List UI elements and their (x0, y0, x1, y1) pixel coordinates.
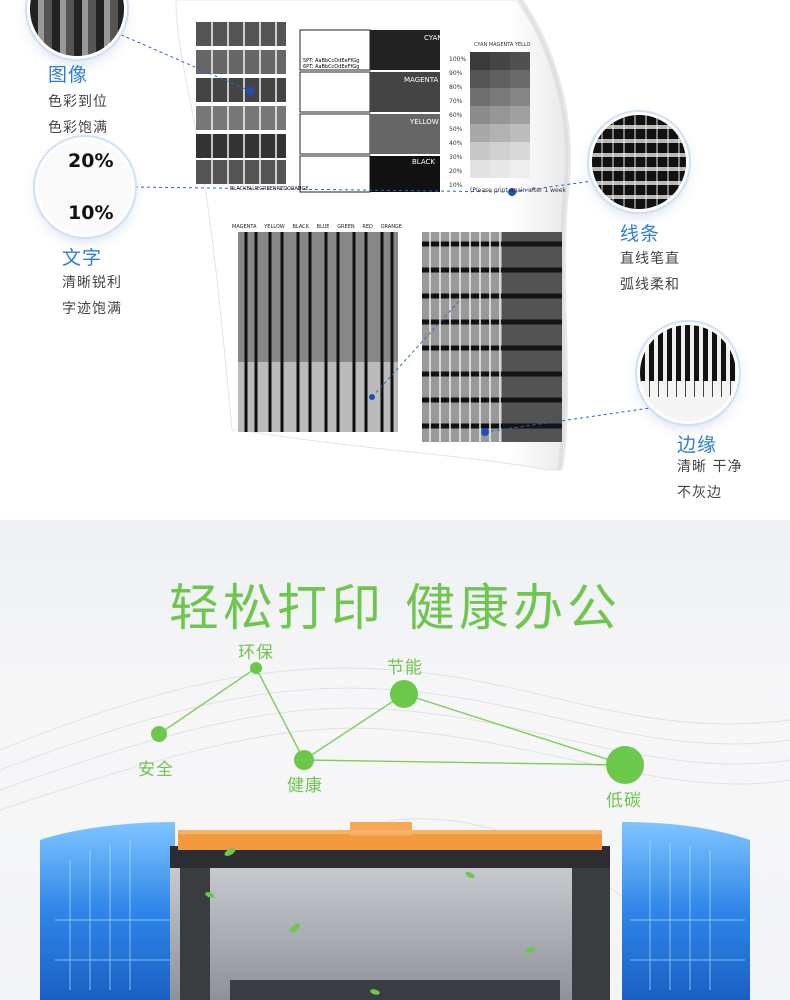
percent-label: 20% (449, 168, 463, 175)
side-label: GREEN (259, 186, 277, 192)
node-label-jieneng: 节能 (387, 658, 423, 678)
zoom-lines-overlay (592, 115, 686, 209)
network-lines (158, 667, 626, 766)
zoom-text-20: 20% (68, 150, 114, 172)
headline: 轻松打印 健康办公 (169, 579, 621, 637)
network-nodes (151, 662, 644, 784)
color-label: GREEN (337, 224, 355, 230)
cmyk-label-yellow: YELLOW (410, 118, 439, 126)
sheet-text-cards (299, 29, 440, 193)
feature-desc-image: 色彩到位 色彩饱满 (48, 89, 108, 141)
node-jiankang (294, 750, 314, 770)
feature-title-text: 文字 (62, 247, 103, 269)
node-huanbao (250, 662, 262, 674)
feature-line: 弧线柔和 (620, 277, 680, 293)
text-line-5pt: 5PT: AaBbCcDdEeFfGg (303, 58, 360, 64)
feature-line: 字迹饱满 (62, 301, 122, 317)
color-row-labels: MAGENTA YELLOW BLACK BLUE GREEN RED ORAN… (232, 224, 402, 230)
feature-line: 色彩饱满 (48, 120, 108, 136)
feature-line: 清晰 干净 (677, 459, 743, 475)
feature-line: 不灰边 (677, 485, 722, 501)
color-label: BLUE (316, 224, 330, 230)
zoom-circle-edges (640, 325, 736, 421)
color-label: MAGENTA (232, 224, 257, 230)
node-anquan (151, 726, 167, 742)
percent-label: 40% (449, 140, 463, 147)
zoom-lines-pattern (592, 115, 686, 209)
text-line-6pt: 6PT: AaBbCcDdEeFfGg (303, 64, 360, 70)
leaves-icon (205, 848, 535, 995)
color-label: RED (362, 224, 373, 230)
feature-line: 色彩到位 (48, 94, 108, 110)
zoom-edges-fade (640, 381, 736, 397)
feature-desc-edges: 清晰 干净 不灰边 (677, 454, 742, 506)
zoom-circle-image (30, 0, 124, 56)
sheet-grayscale-chart (470, 52, 530, 178)
side-labels: BLACK BLUE GREEN RED ORANGE (230, 186, 309, 192)
sheet-color-bars (238, 232, 398, 432)
cmyk-label-black: BLACK (412, 158, 436, 166)
color-label: BLACK (292, 224, 309, 230)
eco-section: 轻松打印 健康办公 环保 节能 安全 健康 低碳 (0, 520, 790, 1000)
side-label: ORANGE (287, 186, 309, 192)
feature-line: 清晰锐利 (62, 275, 122, 291)
cartridge-top-rail (170, 846, 610, 868)
zoom-image-pattern (30, 0, 124, 56)
percent-label: 60% (449, 112, 463, 119)
feature-desc-lines: 直线笔直 弧线柔和 (620, 246, 680, 298)
left-blue-panel (40, 822, 175, 1000)
feature-line: 直线笔直 (620, 251, 680, 267)
node-jieneng (390, 680, 418, 708)
color-label: ORANGE (380, 224, 402, 230)
cmyk-label-cyan: CYAN (424, 34, 443, 42)
feature-title-lines: 线条 (620, 223, 661, 245)
node-label-huanbao: 环保 (238, 643, 274, 663)
percent-label: 70% (449, 98, 463, 105)
color-label: YELLOW (264, 224, 285, 230)
node-label-anquan: 安全 (138, 760, 174, 780)
cmyk-label-magenta: MAGENTA (404, 76, 439, 84)
percent-label: 30% (449, 154, 463, 161)
side-label: RED (276, 186, 288, 192)
node-label-jiankang: 健康 (287, 776, 323, 796)
side-label: BLUE (246, 186, 260, 192)
toner-cartridge-illustration (40, 822, 750, 1000)
zoom-circle-lines (592, 115, 686, 209)
zoom-text-10: 10% (68, 202, 114, 224)
percent-label: 10% (449, 182, 463, 189)
side-label: BLACK (230, 186, 247, 192)
percent-label: 100% (449, 56, 467, 63)
percent-scale: 100% 90% 80% 70% 60% 50% 40% 30% 20% 10% (449, 53, 466, 193)
right-blue-panel (622, 822, 750, 1000)
print-quality-section: CYAN MAGENTA YELLOW BLACK 5PT: AaBbCcDdE… (30, 0, 742, 506)
zoom-circle-text: 20% 10% (38, 140, 132, 234)
feature-desc-text: 清晰锐利 字迹饱满 (62, 270, 122, 322)
cartridge-body (170, 862, 610, 1000)
zoom-edges-top (640, 325, 736, 381)
percent-label: 50% (449, 126, 463, 133)
node-ditan (606, 746, 644, 784)
node-label-ditan: 低碳 (606, 791, 642, 811)
print-sheet (109, 0, 651, 471)
feature-title-image: 图像 (48, 64, 89, 86)
cartridge-orange-handle (178, 830, 602, 850)
feature-title-edges: 边缘 (677, 434, 718, 456)
percent-label: 90% (449, 70, 463, 77)
scale-header: CYAN MAGENTA YELLO (474, 42, 531, 48)
percent-label: 80% (449, 84, 463, 91)
sheet-note: (Please print again after 1 week (470, 187, 566, 194)
